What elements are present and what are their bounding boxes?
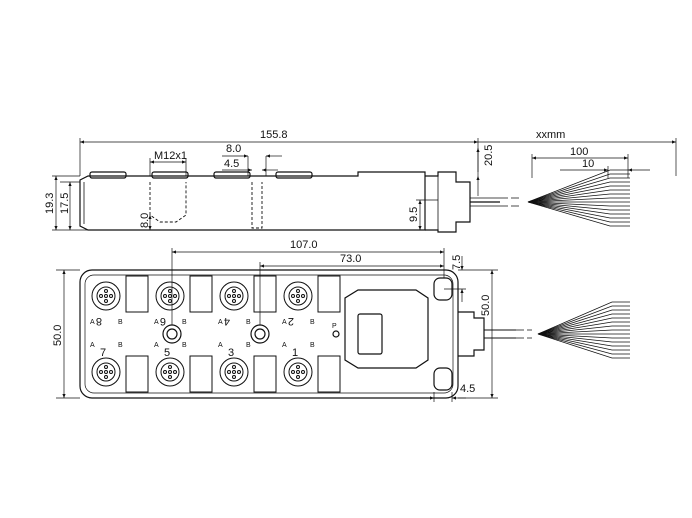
port-5	[155, 357, 185, 387]
port-2	[283, 281, 313, 311]
port-label-6: 6	[160, 315, 166, 327]
dim-connector-height: 8.0	[139, 213, 151, 228]
port-4	[219, 281, 249, 311]
port-label-4: 4	[224, 315, 230, 327]
side-gland	[425, 171, 471, 233]
port-label-3: 3	[228, 347, 234, 359]
port-3	[219, 357, 249, 387]
port-row-top	[91, 275, 341, 313]
plan-wire-fan	[537, 301, 630, 359]
dim-cable-length: xxmm	[536, 129, 565, 141]
dim-mount-hole: 4.5	[460, 383, 475, 395]
dim-wire-strip: 100	[570, 146, 588, 158]
plan-cable	[484, 329, 516, 339]
dim-end-height: 9.5	[408, 207, 420, 222]
port-4-label-plate	[253, 275, 277, 313]
side-connector-3	[213, 171, 251, 179]
port-7	[91, 357, 121, 387]
pin-a-6: A	[154, 319, 159, 326]
power-led	[332, 330, 340, 338]
port-7-label-plate	[125, 355, 149, 393]
side-connector-1	[89, 171, 127, 179]
pin-b-5: B	[182, 342, 187, 349]
plan-gland	[458, 311, 485, 357]
side-connector-4	[275, 171, 313, 179]
plan-cover-slot	[344, 289, 429, 369]
mount-hole-bottom	[433, 367, 453, 391]
pin-a-8: A	[90, 319, 95, 326]
dim-overall-length: 155.8	[260, 129, 288, 141]
dim-hole-width: 4.5	[224, 158, 239, 170]
port-2-label-plate	[317, 275, 341, 313]
port-label-7: 7	[100, 347, 106, 359]
port-8	[91, 281, 121, 311]
plan-view	[79, 269, 630, 399]
dim-width-left: 50.0	[52, 325, 64, 346]
port-1-label-plate	[317, 355, 341, 393]
port-1	[283, 357, 313, 387]
pin-b-4: B	[246, 319, 251, 326]
plan-screw-2	[250, 324, 270, 344]
dim-span-107: 107.0	[290, 239, 318, 251]
dim-pitch: 8.0	[226, 143, 241, 155]
pin-b-3: B	[246, 342, 251, 349]
dim-span-73: 73.0	[340, 253, 361, 265]
dim-thread: M12x1	[154, 150, 187, 162]
port-8-label-plate	[125, 275, 149, 313]
side-view-body-outline	[79, 171, 426, 231]
port-label-1: 1	[292, 347, 298, 359]
power-label: P	[332, 323, 337, 330]
dim-width-right: 50.0	[480, 295, 492, 316]
pin-a-3: A	[218, 342, 223, 349]
side-connector-2	[151, 171, 189, 179]
port-row-bottom	[91, 355, 341, 393]
dim-side-height: 20.5	[483, 145, 495, 166]
plan-view-body-outline	[79, 269, 459, 399]
port-6-label-plate	[189, 275, 213, 313]
dim-wire-tip: 10	[582, 158, 594, 170]
port-3-label-plate	[253, 355, 277, 393]
pin-a-5: A	[154, 342, 159, 349]
port-label-8: 8	[96, 315, 102, 327]
port-label-5: 5	[164, 347, 170, 359]
pin-b-1: B	[310, 342, 315, 349]
side-wire-fan	[527, 169, 630, 227]
side-thread-insert	[149, 182, 187, 223]
port-6	[155, 281, 185, 311]
pin-a-2: A	[282, 319, 287, 326]
side-view	[79, 169, 630, 233]
dim-mount-offset: 7.5	[451, 255, 463, 270]
port-5-label-plate	[189, 355, 213, 393]
dim-height-body: 17.5	[59, 193, 71, 214]
pin-b-7: B	[118, 342, 123, 349]
pin-b-2: B	[310, 319, 315, 326]
pin-a-1: A	[282, 342, 287, 349]
pin-b-8: B	[118, 319, 123, 326]
port-label-2: 2	[288, 315, 294, 327]
pin-b-6: B	[182, 319, 187, 326]
pin-a-7: A	[90, 342, 95, 349]
pin-a-4: A	[218, 319, 223, 326]
dim-height-total: 19.3	[44, 193, 56, 214]
